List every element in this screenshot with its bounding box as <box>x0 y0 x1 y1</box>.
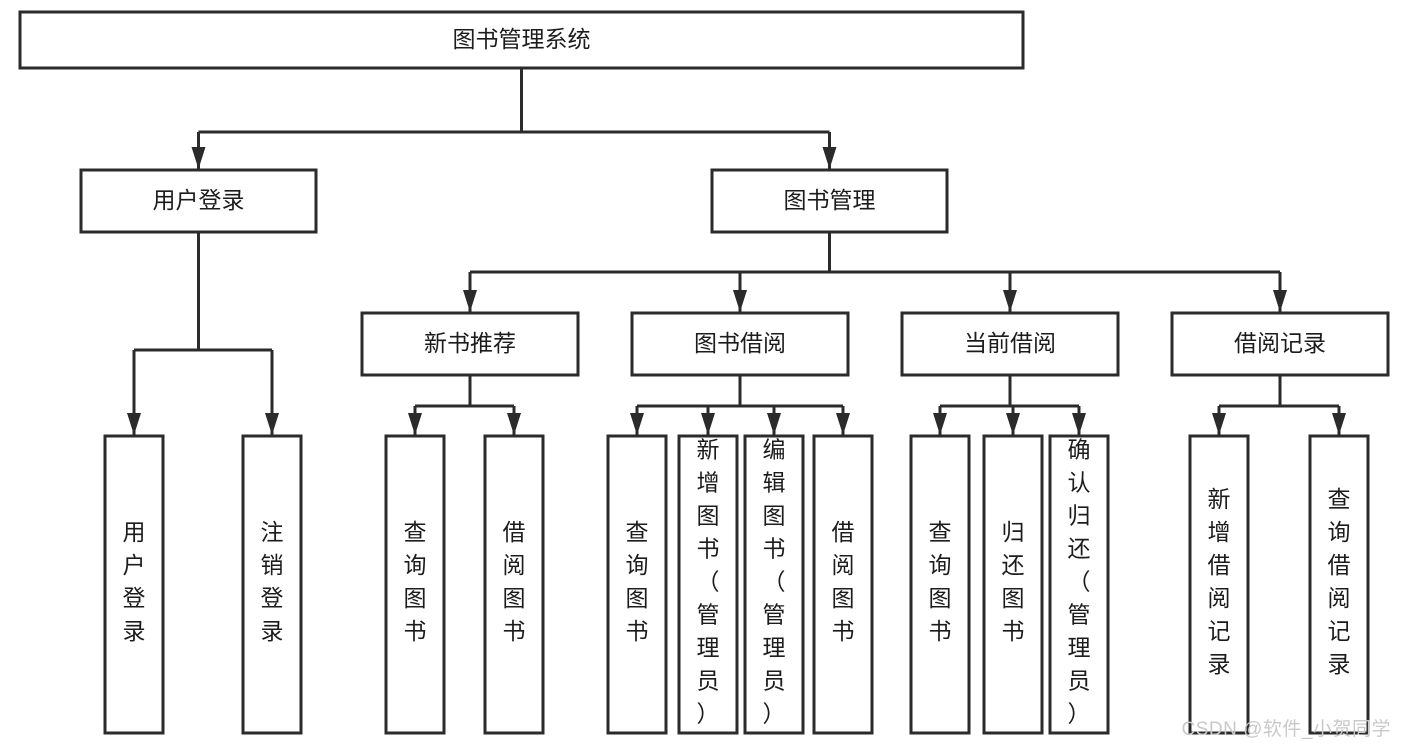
leaf-node-4-label: 查询图书 <box>626 519 649 644</box>
books-to-level3-arrow-0 <box>463 290 477 312</box>
level3-node-0[interactable]: 新书推荐 <box>360 311 580 377</box>
level3-node-1-box[interactable] <box>630 311 850 377</box>
level3-node-3-box[interactable] <box>1170 311 1390 377</box>
leaf-node-0-box[interactable] <box>103 434 165 735</box>
level3-node-2-box[interactable] <box>900 311 1120 377</box>
leaf-node-5-label: 新增图书（管理员） <box>697 437 720 727</box>
level3-node-3[interactable]: 借阅记录 <box>1170 311 1390 377</box>
leaf-node-12-label: 查询借阅记录 <box>1328 486 1351 677</box>
l3-1-to-leaves-arrow-0 <box>630 413 644 435</box>
level3-node-2[interactable]: 当前借阅 <box>900 311 1120 377</box>
leaf-node-7-label: 借阅图书 <box>832 519 855 644</box>
leaf-node-3-box[interactable] <box>483 434 545 735</box>
watermark-label: CSDN @软件_小贺同学 <box>1181 719 1391 740</box>
leaf-node-0-label: 用户登录 <box>123 519 146 644</box>
leaf-node-11-label: 新增借阅记录 <box>1208 486 1231 677</box>
level2-node-1-box[interactable] <box>710 168 949 234</box>
leaf-node-6-box[interactable] <box>743 434 805 735</box>
leaf-node-8[interactable]: 查询图书 <box>909 434 971 735</box>
leaf-node-1-label: 注销登录 <box>261 519 284 644</box>
leaf-node-10[interactable]: 确认归还（管理员） <box>1048 434 1110 735</box>
leaf-node-7[interactable]: 借阅图书 <box>812 434 874 735</box>
leaf-node-8-label: 查询图书 <box>929 519 952 644</box>
level3-node-2-label: 当前借阅 <box>964 330 1056 356</box>
login-to-leaves-arrow-1 <box>265 413 279 435</box>
leaf-node-1-box[interactable] <box>241 434 303 735</box>
root-node-system[interactable]: 图书管理系统 <box>18 10 1025 70</box>
leaf-node-11-box[interactable] <box>1188 434 1250 735</box>
login-to-leaves-arrow-0 <box>127 413 141 435</box>
leaf-node-10-box[interactable] <box>1048 434 1110 735</box>
l3-0-to-leaves-arrow-1 <box>507 413 521 435</box>
level2-node-0-box[interactable] <box>79 168 318 234</box>
leaf-node-10-label: 确认归还（管理员） <box>1068 437 1091 727</box>
leaf-node-9-box[interactable] <box>982 434 1044 735</box>
leaf-node-1[interactable]: 注销登录 <box>241 434 303 735</box>
leaf-node-9-label: 归还图书 <box>1002 519 1025 644</box>
root-to-level2-arrow-1 <box>822 147 837 169</box>
leaf-node-12[interactable]: 查询借阅记录 <box>1308 434 1370 735</box>
leaf-node-4[interactable]: 查询图书 <box>606 434 668 735</box>
leaf-node-5-box[interactable] <box>677 434 739 735</box>
level2-node-0[interactable]: 用户登录 <box>79 168 318 234</box>
leaf-node-2-label: 查询图书 <box>404 519 427 644</box>
l3-3-to-leaves-arrow-0 <box>1212 413 1226 435</box>
leaf-node-9[interactable]: 归还图书 <box>982 434 1044 735</box>
level3-node-0-box[interactable] <box>360 311 580 377</box>
leaf-node-0[interactable]: 用户登录 <box>103 434 165 735</box>
level3-node-1-label: 图书借阅 <box>694 330 786 356</box>
books-to-level3-arrow-2 <box>1003 290 1017 312</box>
l3-1-to-leaves-arrow-1 <box>701 413 715 435</box>
leaf-node-3[interactable]: 借阅图书 <box>483 434 545 735</box>
leaf-node-6[interactable]: 编辑图书（管理员） <box>743 434 805 735</box>
l3-3-to-leaves-arrow-1 <box>1332 413 1346 435</box>
leaf-node-11[interactable]: 新增借阅记录 <box>1188 434 1250 735</box>
leaf-node-12-box[interactable] <box>1308 434 1370 735</box>
l3-0-to-leaves-arrow-0 <box>408 413 422 435</box>
leaf-node-2[interactable]: 查询图书 <box>384 434 446 735</box>
level2-node-1[interactable]: 图书管理 <box>710 168 949 234</box>
leaf-node-2-box[interactable] <box>384 434 446 735</box>
leaf-node-5[interactable]: 新增图书（管理员） <box>677 434 739 735</box>
level3-node-3-label: 借阅记录 <box>1234 330 1326 356</box>
node-layer: 图书管理系统用户登录图书管理新书推荐图书借阅当前借阅借阅记录用户登录注销登录查询… <box>18 10 1390 735</box>
l3-2-to-leaves-arrow-1 <box>1006 413 1020 435</box>
leaf-node-3-label: 借阅图书 <box>503 519 526 644</box>
leaf-node-4-box[interactable] <box>606 434 668 735</box>
level3-node-0-label: 新书推荐 <box>424 330 516 356</box>
leaf-node-7-box[interactable] <box>812 434 874 735</box>
l3-1-to-leaves-arrow-3 <box>836 413 850 435</box>
level2-node-1-label: 图书管理 <box>784 187 876 213</box>
l3-1-to-leaves-arrow-2 <box>767 413 781 435</box>
level3-node-1[interactable]: 图书借阅 <box>630 311 850 377</box>
root-node-system-box[interactable] <box>18 10 1025 70</box>
leaf-node-8-box[interactable] <box>909 434 971 735</box>
books-to-level3-arrow-3 <box>1273 290 1287 312</box>
books-to-level3-arrow-1 <box>733 290 747 312</box>
level2-node-0-label: 用户登录 <box>153 187 245 213</box>
root-to-level2-arrow-0 <box>191 147 206 169</box>
l3-2-to-leaves-arrow-0 <box>933 413 947 435</box>
root-node-system-label: 图书管理系统 <box>453 26 591 52</box>
leaf-node-6-label: 编辑图书（管理员） <box>763 437 786 727</box>
connector-layer <box>127 68 1346 435</box>
l3-2-to-leaves-arrow-2 <box>1072 413 1086 435</box>
